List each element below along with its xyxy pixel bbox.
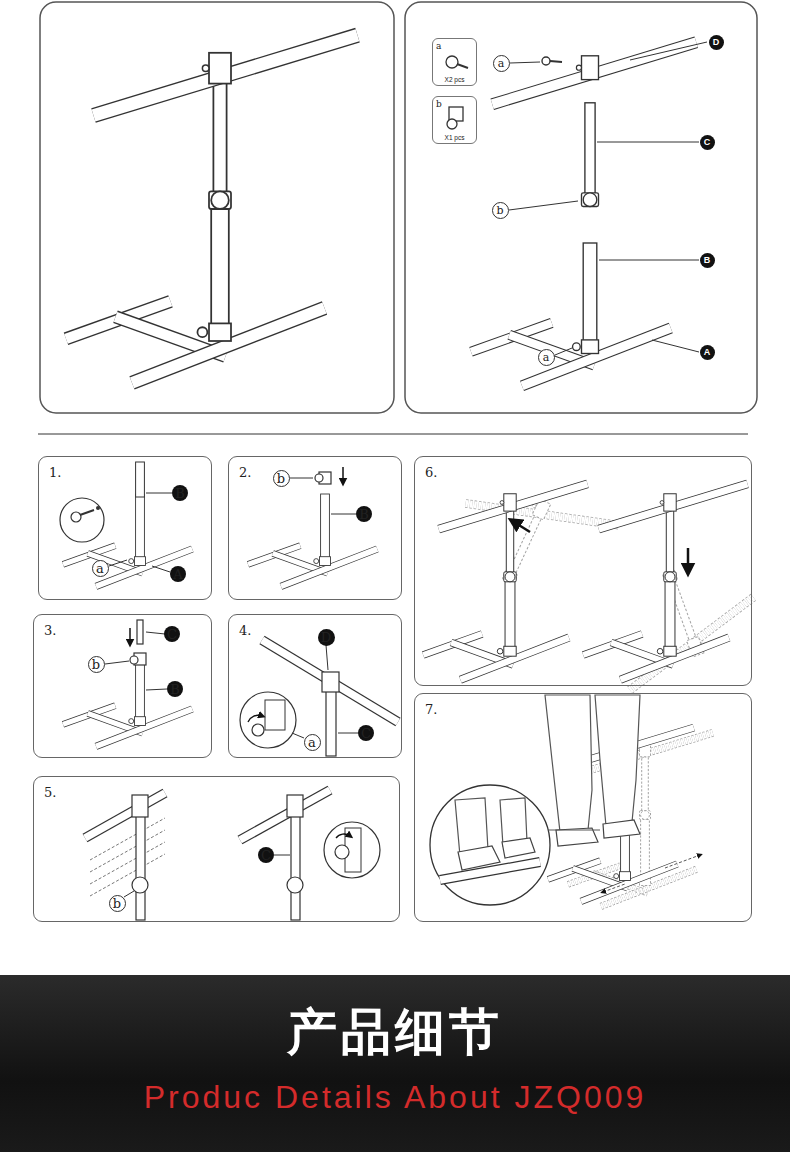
callout-text: a [308, 735, 316, 750]
page-title: 产品细节 [0, 999, 790, 1066]
step-panel: 1. Ba A [38, 456, 212, 600]
step-panel: 4.Da C [228, 614, 402, 758]
part-letter: C [261, 848, 271, 863]
part-letter: A [173, 567, 182, 582]
parts-text: a [436, 41, 473, 51]
page-caption: Produc Details About JZQ009 [0, 1079, 790, 1116]
callout-text: a [543, 352, 550, 363]
part-label: B [356, 506, 372, 522]
step-panel: 5. b C [33, 776, 400, 922]
callout-letter: a [538, 349, 555, 366]
part-label: C [164, 626, 180, 642]
step-panel: 7. [414, 693, 752, 922]
callout-text: b [496, 205, 503, 216]
callout-text: a [96, 561, 104, 576]
parts-box: a X2 pcs [432, 38, 477, 86]
part-label: B [172, 485, 188, 501]
step-number: 1. [49, 465, 201, 480]
parts-text: b [436, 99, 473, 109]
callout-letter: a [493, 55, 510, 72]
parts-text: X1 pcs [436, 134, 473, 141]
callout-letter: b [273, 470, 290, 487]
part-letter: B [359, 507, 369, 522]
parts-box: b X1 pcs [432, 96, 477, 144]
callout-text: b [277, 471, 285, 486]
part-letter: A [704, 348, 711, 357]
step-panel: 3.CbB [33, 614, 212, 758]
step-number: 2. [239, 465, 391, 480]
part-label: A [170, 566, 186, 582]
callout-letter: b [109, 895, 126, 912]
callout-letter: a [304, 734, 321, 751]
callout-text: b [92, 657, 100, 672]
part-label: C [258, 847, 274, 863]
part-letter: B [704, 256, 711, 265]
part-letter: B [170, 682, 180, 697]
step-panel: 2.bB [228, 456, 402, 600]
part-label: B [700, 253, 715, 268]
step-panel: 6. [414, 456, 752, 686]
part-label: D [709, 35, 724, 50]
footer-band: 产品细节 Produc Details About JZQ009 [0, 975, 790, 1152]
step-number: 7. [425, 702, 741, 717]
parts-text: X2 pcs [436, 76, 473, 83]
part-letter: B [175, 486, 185, 501]
callout-text: a [498, 58, 505, 69]
step-number: 4. [239, 623, 391, 638]
step-number: 3. [44, 623, 201, 638]
callout-letter: a [92, 560, 109, 577]
part-label: C [358, 725, 374, 741]
step-number: 5. [44, 785, 389, 800]
part-label: D [318, 629, 335, 646]
callout-letter: b [88, 656, 105, 673]
part-label: C [700, 135, 715, 150]
part-letter: C [704, 138, 711, 147]
part-letter: C [167, 627, 177, 642]
callout-letter: b [492, 202, 509, 219]
part-letter: D [713, 38, 720, 47]
part-letter: D [321, 630, 331, 645]
step-number: 6. [425, 465, 741, 480]
part-label: A [700, 345, 715, 360]
callout-text: b [113, 896, 121, 911]
part-label: B [167, 681, 183, 697]
part-letter: C [361, 726, 371, 741]
